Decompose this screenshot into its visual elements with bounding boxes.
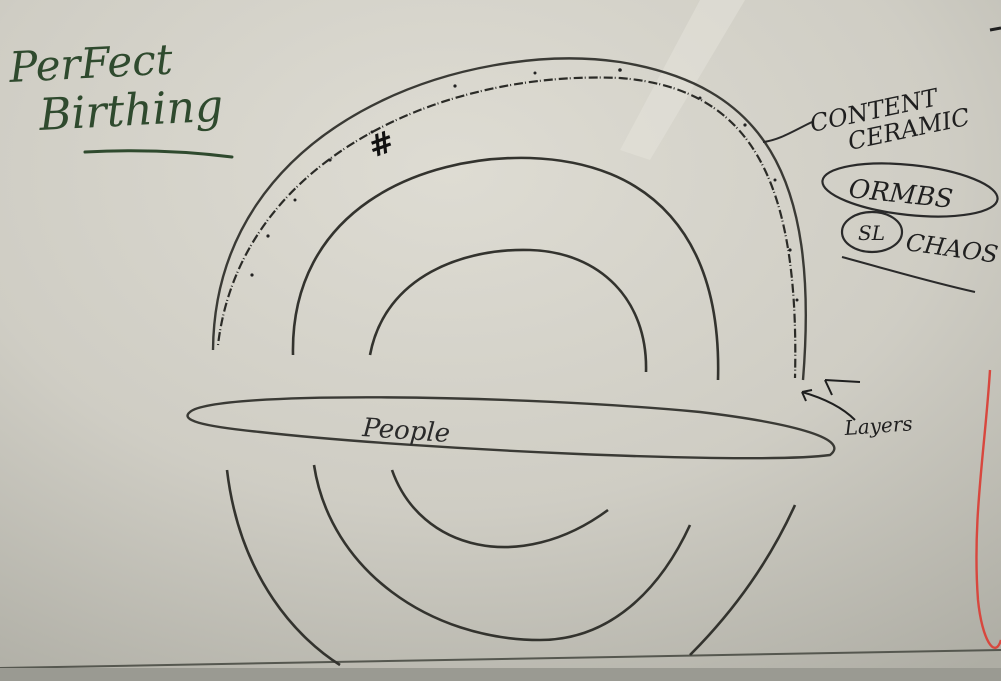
sl-label: SL <box>858 221 885 245</box>
title-line-2: Birthing <box>37 80 224 141</box>
board-frame-bottom <box>0 668 1001 681</box>
people-label: People <box>361 413 452 449</box>
layers-label: Layers <box>843 411 914 440</box>
corner-mark <box>990 28 1001 30</box>
